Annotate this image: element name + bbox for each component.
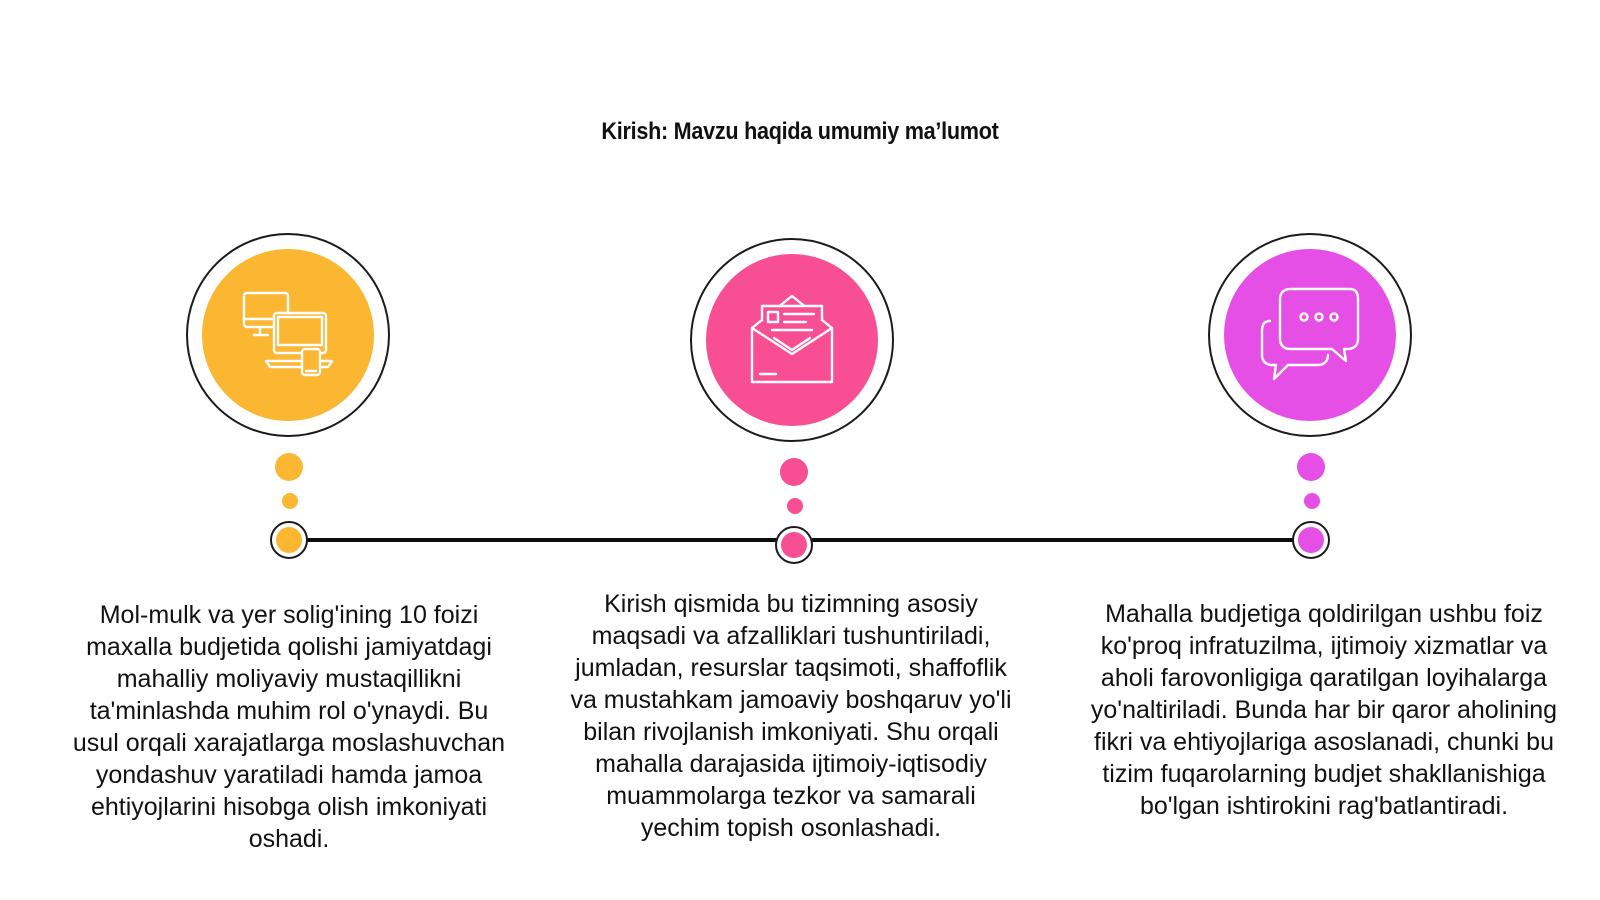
slide-title: Kirish: Mavzu haqida umumiy ma’lumot [601,118,999,145]
step-1-icon-disc [202,249,374,421]
step-2-icon-circle [690,238,894,442]
step-1-text: Mol-mulk va yer solig'ining 10 foizi max… [72,601,506,853]
step-3-icon-disc [1224,249,1396,421]
chat-bubbles-icon [1260,287,1360,381]
step-2-text: Kirish qismida bu tizimning asosiy maqsa… [570,590,1012,842]
step-2-icon-disc [706,254,878,426]
step-2-dot-small [787,498,803,514]
step-3-timeline-node [1292,521,1330,559]
devices-icon [242,291,334,377]
step-1-dot-small [282,493,298,509]
step-3-text: Mahalla budjetiga qoldirilgan ushbu foiz… [1090,600,1558,820]
step-2-dot-large [780,458,808,486]
step-3-dot-small [1304,493,1320,509]
step-2-timeline-node [775,526,813,564]
step-3-dot-large [1297,453,1325,481]
step-1-timeline-node [270,521,308,559]
step-1-dot-large [275,453,303,481]
envelope-letter-icon [750,294,834,384]
step-3-icon-circle [1208,233,1412,437]
step-1-icon-circle [186,233,390,437]
